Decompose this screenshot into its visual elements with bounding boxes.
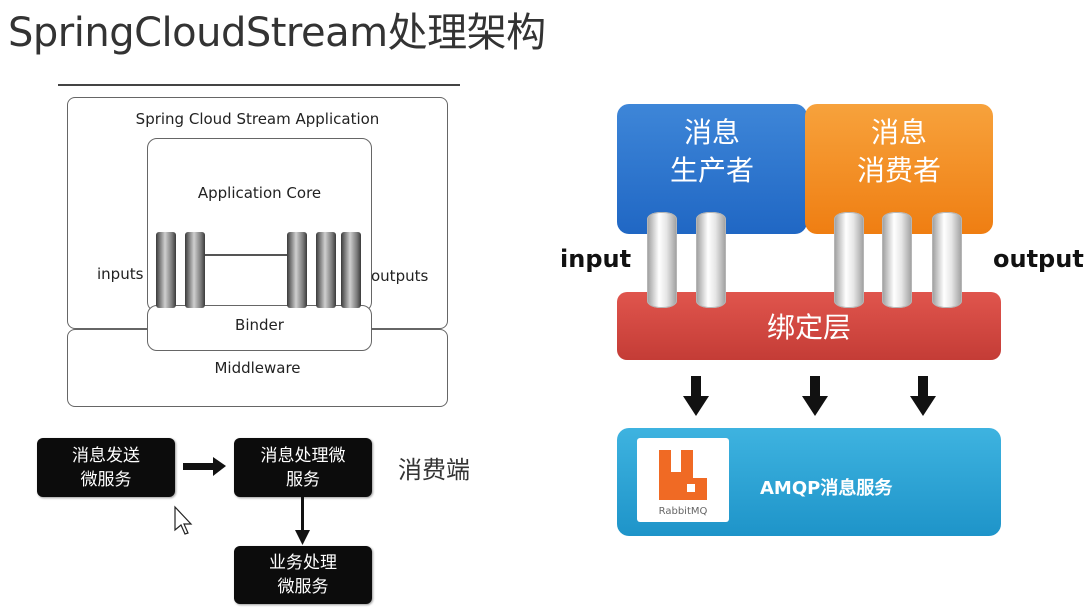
binder-container — [147, 305, 372, 351]
message-send-service-box: 消息发送 微服务 — [37, 438, 175, 497]
rabbitmq-icon — [659, 450, 707, 500]
output-channel-cylinder — [287, 232, 307, 308]
output-channel-cylinder — [834, 212, 864, 308]
output-channel-cylinder — [316, 232, 336, 308]
middleware-label: Middleware — [214, 359, 301, 377]
binder-to-amqp-arrow — [683, 376, 709, 416]
application-core-label: Application Core — [197, 184, 322, 202]
channel-connector-line — [195, 254, 295, 256]
binder-to-amqp-arrow — [802, 376, 828, 416]
amqp-service-label: AMQP消息服务 — [760, 478, 893, 499]
page-title: SpringCloudStream处理架构 — [8, 10, 546, 56]
outputs-label: outputs — [371, 267, 429, 285]
output-channel-cylinder — [932, 212, 962, 308]
application-label: Spring Cloud Stream Application — [135, 110, 380, 128]
input-channel-cylinder — [185, 232, 205, 308]
message-process-service-box: 消息处理微 服务 — [234, 438, 372, 497]
input-channel-cylinder — [156, 232, 176, 308]
consumer-side-label: 消费端 — [398, 456, 470, 484]
process-to-business-arrow — [295, 497, 310, 545]
output-channel-cylinder — [341, 232, 361, 308]
inputs-label: inputs — [97, 265, 144, 283]
rabbitmq-logo-text: RabbitMQ — [658, 506, 708, 517]
mouse-cursor-icon — [174, 505, 193, 535]
input-channel-cylinder — [696, 212, 726, 308]
input-channel-cylinder — [647, 212, 677, 308]
binder-label: Binder — [235, 316, 284, 334]
output-label: output — [993, 245, 1084, 273]
input-label: input — [560, 245, 632, 273]
binder-layer-label: 绑定层 — [766, 311, 851, 344]
message-producer-box: 消息 生产者 — [617, 104, 807, 234]
binder-to-amqp-arrow — [910, 376, 936, 416]
rabbitmq-logo — [637, 438, 729, 522]
output-channel-cylinder — [882, 212, 912, 308]
send-to-process-arrow — [183, 457, 226, 476]
title-underline — [58, 84, 460, 86]
business-process-service-box: 业务处理 微服务 — [234, 546, 372, 604]
